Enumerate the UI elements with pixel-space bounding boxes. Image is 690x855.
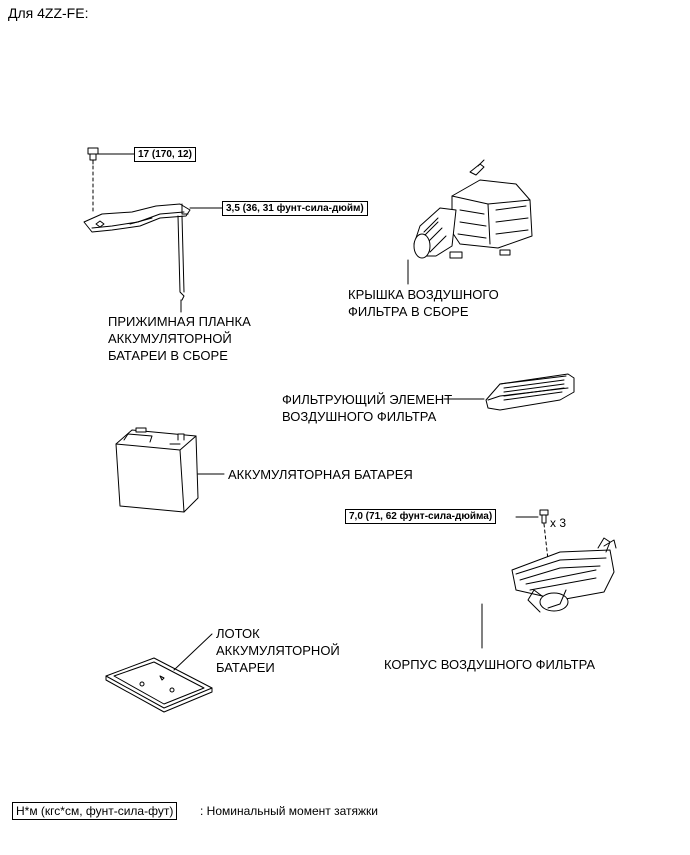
torque-spec-bolt: 17 (170, 12) <box>134 147 196 162</box>
label-line: ПРИЖИМНАЯ ПЛАНКА <box>108 314 251 329</box>
label-line: АККУМУЛЯТОРНОЙ <box>216 643 340 658</box>
battery-tray-drawing <box>105 657 213 713</box>
air-cleaner-case-drawing <box>511 537 617 613</box>
filter-element-drawing <box>485 373 575 411</box>
label-air-cleaner-case: КОРПУС ВОЗДУШНОГО ФИЛЬТРА <box>384 657 596 672</box>
label-filter-element: ФИЛЬТРУЮЩИЙ ЭЛЕМЕНТ ВОЗДУШНОГО ФИЛЬТРА <box>282 391 452 425</box>
label-battery-tray: ЛОТОК АККУМУЛЯТОРНОЙ БАТАРЕИ <box>216 625 340 676</box>
legend-description: : Номинальный момент затяжки <box>200 804 378 818</box>
legend-units-box: Н*м (кгс*см, фунт-сила-фут) <box>12 802 178 820</box>
leader-line <box>173 633 213 671</box>
page-title: Для 4ZZ-FE: <box>8 5 89 21</box>
label-line: КРЫШКА ВОЗДУШНОГО <box>348 287 499 302</box>
label-line: БАТАРЕИ <box>216 660 275 675</box>
battery-drawing <box>115 427 199 513</box>
label-air-cleaner-cap: КРЫШКА ВОЗДУШНОГО ФИЛЬТРА В СБОРЕ <box>348 286 499 320</box>
label-line: ВОЗДУШНОГО ФИЛЬТРА <box>282 409 437 424</box>
label-line: АККУМУЛЯТОРНОЙ <box>108 331 232 346</box>
bolt-icon <box>539 509 549 524</box>
label-battery: АККУМУЛЯТОРНАЯ БАТАРЕЯ <box>228 467 413 482</box>
label-line: ФИЛЬТРУЮЩИЙ ЭЛЕМЕНТ <box>282 392 453 407</box>
torque-spec-filter-case: 7,0 (71, 62 фунт-сила-дюйма) <box>345 509 497 524</box>
bolt-quantity: x 3 <box>550 516 567 530</box>
air-cleaner-cap-drawing <box>413 159 533 259</box>
alignment-line <box>543 523 549 561</box>
torque-spec-clamp: 3,5 (36, 31 фунт-сила-дюйм) <box>222 201 368 216</box>
label-battery-clamp: ПРИЖИМНАЯ ПЛАНКА АККУМУЛЯТОРНОЙ БАТАРЕИ … <box>108 313 251 364</box>
label-line: ФИЛЬТРА В СБОРЕ <box>348 304 469 319</box>
label-line: БАТАРЕИ В СБОРЕ <box>108 348 228 363</box>
bolt-icon <box>87 147 99 165</box>
label-line: ЛОТОК <box>216 626 260 641</box>
battery-clamp-drawing <box>83 203 191 301</box>
